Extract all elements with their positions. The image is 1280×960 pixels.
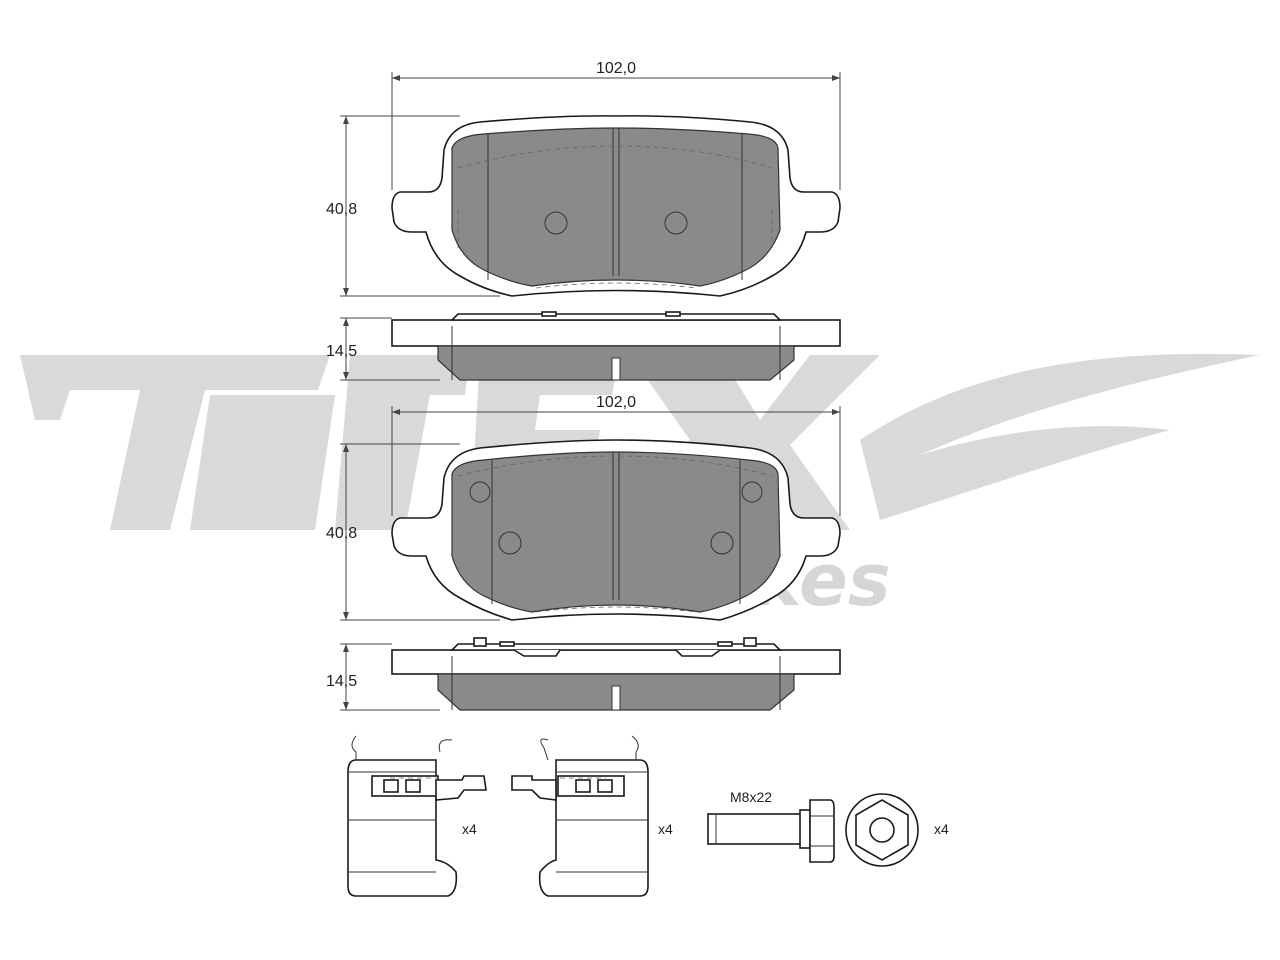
bolt: M8x22 x4	[707, 789, 949, 867]
top-pad-side-view: 14,5	[326, 311, 841, 381]
clip-right-quantity: x4	[658, 821, 673, 837]
clip-right: x4	[511, 735, 673, 897]
top-pad-friction-material	[451, 127, 781, 287]
top-pad-side-backing	[391, 319, 841, 347]
clip-left: x4	[347, 735, 487, 897]
bottom-pad-front-view: 102,0 40,8	[326, 394, 841, 621]
bottom-pad-friction-material	[451, 451, 781, 613]
top-pad-thickness-label: 14,5	[326, 343, 357, 360]
bottom-pad-width-label: 102,0	[596, 394, 636, 411]
top-pad-front-view: 102,0 40,8	[326, 60, 841, 297]
bottom-pad-side-view: 14,5	[326, 637, 841, 711]
top-pad-width-label: 102,0	[596, 60, 636, 77]
bolt-spec-label: M8x22	[730, 789, 772, 805]
top-pad-height-label: 40,8	[326, 201, 357, 218]
clip-left-quantity: x4	[462, 821, 477, 837]
bottom-pad-thickness-label: 14,5	[326, 673, 357, 690]
bottom-pad-height-label: 40,8	[326, 525, 357, 542]
bottom-pad-side-backing	[391, 649, 841, 675]
bolt-quantity: x4	[934, 821, 949, 837]
